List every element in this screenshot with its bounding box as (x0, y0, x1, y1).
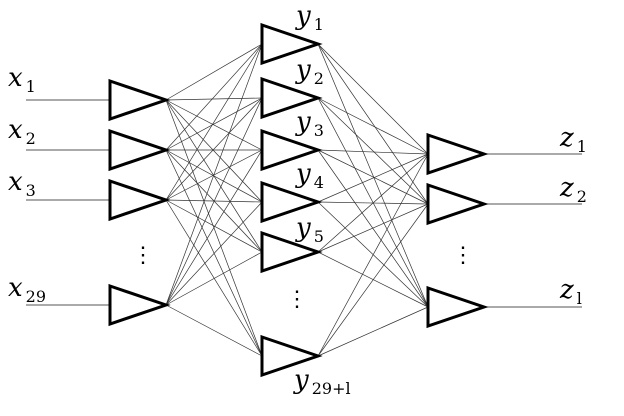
edge-h2-out3 (317, 97, 429, 308)
edge-in4-h6 (165, 304, 263, 357)
edge-h3-out1 (317, 149, 429, 155)
hidden-ellipsis: ⋮ (286, 287, 308, 312)
output-neuron-3 (426, 285, 489, 329)
edge-h6-out2 (317, 203, 429, 357)
input-neuron-1 (108, 78, 171, 122)
edge-h2-out2 (317, 97, 429, 205)
edge-in1-h3 (165, 99, 263, 151)
edge-h5-out1 (317, 153, 429, 253)
input-lines (26, 99, 110, 306)
hidden-neuron-3 (260, 128, 323, 172)
edge-in2-h1 (165, 43, 263, 151)
hidden-neuron-1 (260, 22, 323, 66)
edge-in1-h2 (165, 97, 263, 101)
edge-in2-h4 (165, 149, 263, 203)
input-neuron-4 (108, 283, 171, 327)
edge-in1-h1 (165, 43, 263, 101)
edge-in4-h2 (165, 97, 263, 306)
hidden-neuron-4 (260, 180, 323, 224)
edge-h5-out2 (317, 203, 429, 253)
input-neuron-3 (108, 178, 171, 222)
connections (165, 43, 429, 357)
edge-h1-out3 (317, 43, 429, 308)
output-lines (484, 153, 582, 308)
edge-h2-out1 (317, 97, 429, 155)
edge-h1-out2 (317, 43, 429, 205)
output-neuron-2 (426, 182, 489, 226)
input-neuron-2 (108, 128, 171, 172)
edge-in3-h6 (165, 199, 263, 357)
edge-h6-out1 (317, 153, 429, 357)
edge-in3-h2 (165, 97, 263, 201)
edge-h3-out2 (317, 149, 429, 205)
edge-in2-h2 (165, 97, 263, 151)
output-neuron-1 (426, 132, 489, 176)
output-ellipsis: ⋮ (452, 243, 474, 268)
edge-h1-out1 (317, 43, 429, 155)
hidden-neuron-2 (260, 76, 323, 120)
edge-h3-out3 (317, 149, 429, 308)
nodes (108, 22, 489, 378)
hidden-neuron-6 (260, 334, 323, 378)
edge-in4-h5 (165, 251, 263, 306)
edge-in4-h1 (165, 43, 263, 306)
edge-h6-out3 (317, 306, 429, 357)
edge-in1-h4 (165, 99, 263, 203)
edge-in4-h4 (165, 201, 263, 306)
edge-in3-h1 (165, 43, 263, 201)
hidden-neuron-5 (260, 230, 323, 274)
input-ellipsis: ⋮ (132, 243, 154, 268)
edge-in4-h3 (165, 149, 263, 306)
edge-in3-h5 (165, 199, 263, 253)
edge-h4-out1 (317, 153, 429, 203)
